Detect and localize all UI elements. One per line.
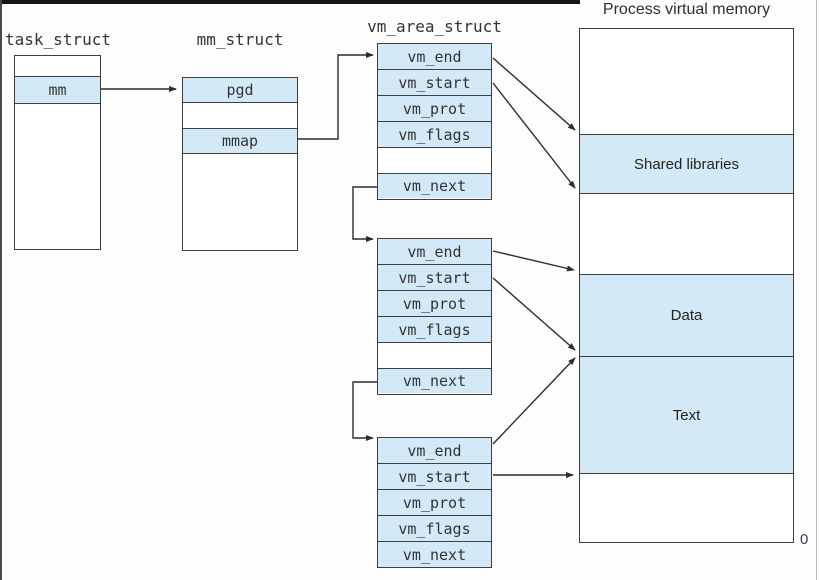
mm-struct-box: pgd mmap — [182, 77, 298, 251]
left-page-edge — [0, 0, 2, 580]
mm-struct-title: mm_struct — [196, 30, 284, 49]
vm-area-node3-field-vm-next: vm_next — [378, 542, 491, 567]
memory-region-text: Text — [580, 356, 793, 474]
address-zero-label: 0 — [800, 531, 809, 548]
arrow-vmend2-to-data-top — [492, 250, 575, 272]
vm-area-node2-field-vm-next: vm_next — [378, 369, 491, 393]
right-page-edge — [816, 0, 817, 580]
vm-area-node1-field-vm-end: vm_end — [378, 44, 491, 70]
vm-area-node1-field-vm-prot: vm_prot — [378, 96, 491, 122]
vm-area-node3-field-vm-end: vm_end — [378, 438, 491, 464]
vm-area-node1-field-empty — [378, 148, 491, 174]
mm-struct-field-mmap: mmap — [183, 128, 297, 154]
vm-area-node3-field-vm-flags: vm_flags — [378, 516, 491, 542]
vm-area-node2-field-vm-start: vm_start — [378, 265, 491, 291]
arrow-vmend3-to-text-top — [492, 357, 576, 445]
arrow-vmstart2-to-data-bottom — [492, 277, 576, 351]
vm-area-node1-field-vm-next: vm_next — [378, 174, 491, 198]
mm-struct-field-pgd: pgd — [183, 78, 297, 103]
vm-area-node3-field-vm-start: vm_start — [378, 464, 491, 490]
process-virtual-memory-title: Process virtual memory — [602, 1, 771, 18]
vm-area-node1-box: vm_end vm_start vm_prot vm_flags vm_next — [377, 43, 492, 200]
arrow-vmnext1-to-vm-area2 — [352, 186, 377, 242]
task-struct-field-mm: mm — [15, 76, 100, 104]
vm-area-node2-field-empty — [378, 343, 491, 369]
arrow-mmap-to-vm-area1 — [297, 52, 374, 140]
vm-area-node2-field-vm-end: vm_end — [378, 239, 491, 265]
vm-area-node2-box: vm_end vm_start vm_prot vm_flags vm_next — [377, 238, 492, 395]
vm-area-node2-field-vm-flags: vm_flags — [378, 317, 491, 343]
process-memory-box: Shared libraries Data Text — [579, 28, 794, 543]
vm-area-node1-field-vm-start: vm_start — [378, 70, 491, 96]
vm-area-node2-field-vm-prot: vm_prot — [378, 291, 491, 317]
vm-area-node3-box: vm_end vm_start vm_prot vm_flags vm_next — [377, 437, 492, 568]
top-rule — [0, 0, 580, 4]
task-struct-title: task_struct — [5, 30, 111, 49]
memory-region-data: Data — [580, 274, 793, 356]
memory-region-shared-libraries: Shared libraries — [580, 134, 793, 194]
arrow-vmnext2-to-vm-area3 — [352, 381, 377, 441]
arrow-vmend1-to-shared-top — [492, 57, 576, 131]
vm-area-node1-field-vm-flags: vm_flags — [378, 122, 491, 148]
task-struct-box: mm — [14, 55, 101, 250]
vm-area-node3-field-vm-prot: vm_prot — [378, 490, 491, 516]
vm-area-struct-title: vm_area_struct — [367, 17, 502, 36]
arrow-vmstart1-to-shared-bottom — [492, 82, 576, 189]
